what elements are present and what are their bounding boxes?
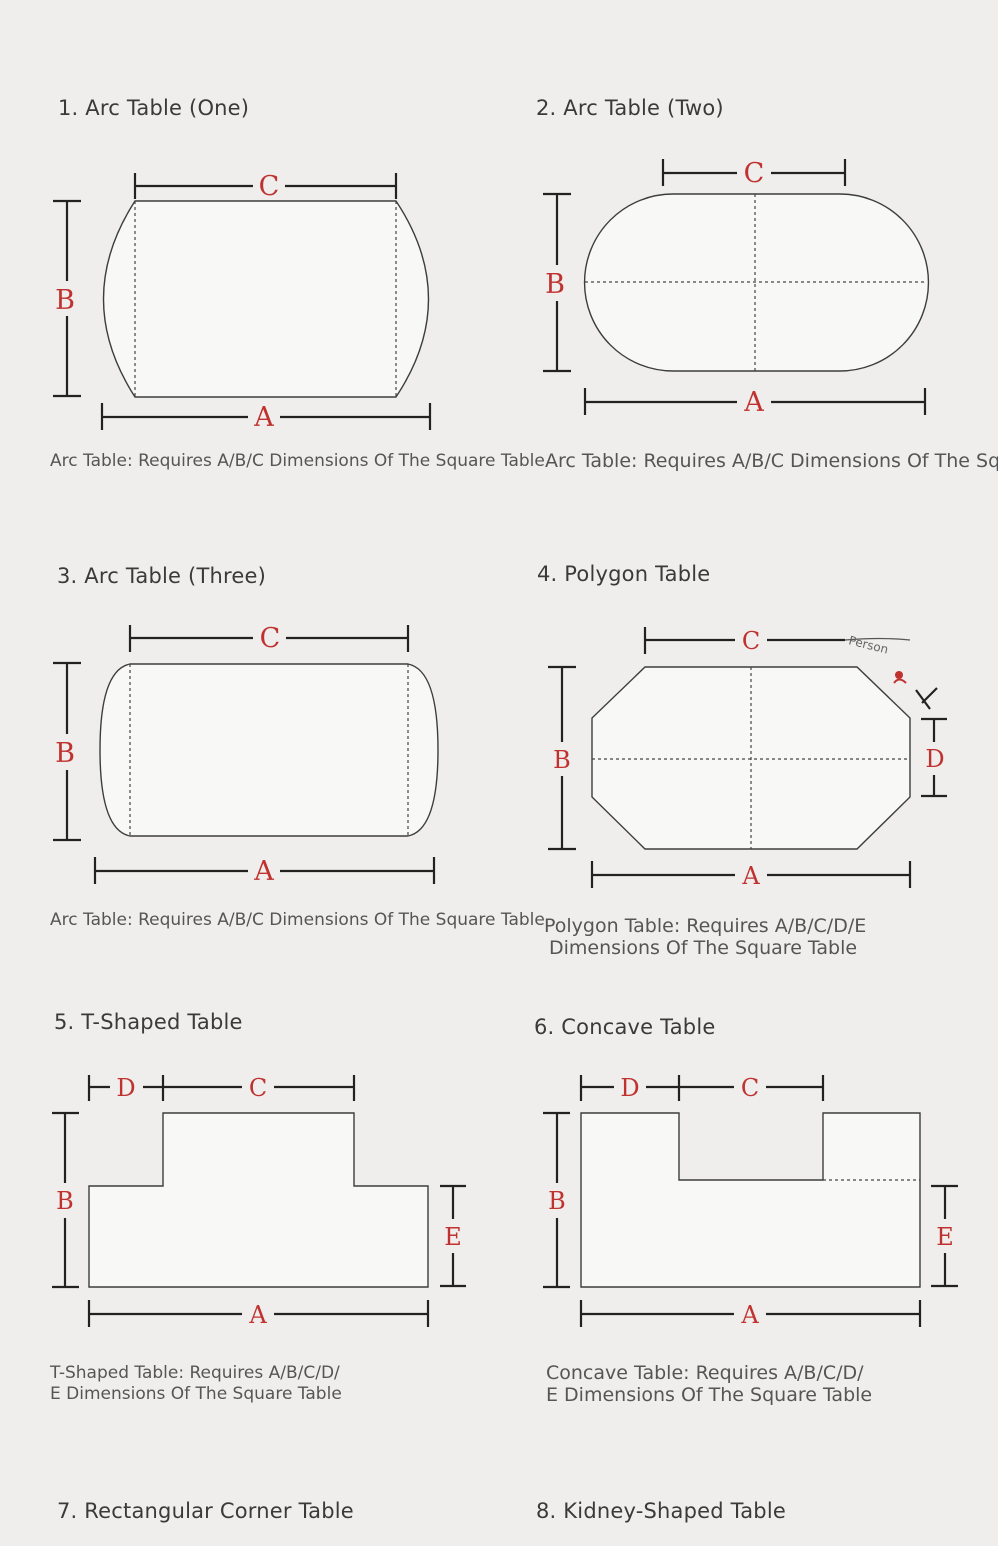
dim-label-b: B — [548, 1187, 566, 1215]
dim-label-d: D — [116, 1074, 135, 1102]
dim-label-a: A — [740, 1301, 759, 1329]
dim-label-b: B — [55, 285, 75, 316]
diagram-title-8: 8. Kidney-Shaped Table — [536, 1499, 786, 1523]
arc-table-three-diagram: C B A — [53, 623, 439, 887]
dim-label-c: C — [249, 1074, 267, 1102]
diagram-note-3: Arc Table: Requires A/B/C Dimensions Of … — [50, 910, 545, 931]
dim-label-a: A — [253, 856, 274, 887]
polygon-table-diagram: C Person D B A — [548, 627, 947, 890]
dim-label-b: B — [55, 738, 75, 769]
note-line: Concave Table: Requires A/B/C/D/ — [546, 1362, 864, 1384]
dim-label-a: A — [253, 402, 274, 433]
note-line: T-Shaped Table: Requires A/B/C/D/ — [50, 1363, 340, 1383]
dim-label-c: C — [741, 1074, 759, 1102]
diagram-title-4: 4. Polygon Table — [537, 562, 711, 586]
diagram-note-6: Concave Table: Requires A/B/C/D/ E Dimen… — [546, 1362, 872, 1406]
diagram-note-2: Arc Table: Requires A/B/C Dimensions Of … — [545, 451, 998, 472]
t-shaped-table-diagram: D C B E A — [52, 1074, 466, 1329]
dim-label-a: A — [248, 1301, 267, 1329]
diagram-note-1: Arc Table: Requires A/B/C Dimensions Of … — [50, 451, 545, 472]
arc-table-two-diagram: C B A — [543, 158, 930, 418]
note-line: E Dimensions Of The Square Table — [546, 1384, 873, 1406]
note-line: Arc Table: Requires A/B/C Dimensions Of … — [50, 910, 545, 930]
diagram-title-1: 1. Arc Table (One) — [58, 96, 250, 120]
diagram-title-5: 5. T-Shaped Table — [54, 1010, 243, 1034]
dim-label-a: A — [741, 862, 760, 890]
note-line: Arc Table: Requires A/B/C Dimensions Of … — [545, 451, 998, 472]
note-line: Arc Table: Requires A/B/C Dimensions Of … — [50, 451, 545, 471]
dim-label-c: C — [744, 158, 765, 189]
dim-label-e: E — [936, 1223, 954, 1251]
dim-label-c: C — [259, 171, 280, 202]
dim-label-c: C — [260, 623, 281, 654]
note-line: E Dimensions Of The Square Table — [50, 1384, 342, 1404]
diagram-note-5: T-Shaped Table: Requires A/B/C/D/ E Dime… — [50, 1363, 342, 1405]
diagram-note-4: Polygon Table: Requires A/B/C/D/E Dimens… — [544, 915, 866, 959]
concave-table-diagram: D C B E A — [543, 1074, 958, 1329]
diagram-title-7: 7. Rectangular Corner Table — [57, 1499, 354, 1523]
note-line: Dimensions Of The Square Table — [549, 937, 858, 959]
dim-label-b: B — [553, 746, 571, 774]
dim-label-a: A — [743, 387, 764, 418]
dim-label-d: D — [925, 745, 944, 773]
arc-table-one-diagram: C B A — [53, 171, 432, 433]
diagram-title-2: 2. Arc Table (Two) — [536, 96, 724, 120]
diagram-title-3: 3. Arc Table (Three) — [57, 564, 266, 588]
person-annotation: Person — [847, 633, 890, 656]
dim-label-e: E — [444, 1223, 462, 1251]
dim-label-d: D — [620, 1074, 639, 1102]
person-icon — [893, 671, 907, 684]
diagram-title-6: 6. Concave Table — [534, 1015, 716, 1039]
note-line: Polygon Table: Requires A/B/C/D/E — [544, 915, 867, 937]
dim-label-b: B — [545, 269, 565, 300]
dim-label-b: B — [56, 1187, 74, 1215]
dim-label-c: C — [742, 627, 760, 655]
